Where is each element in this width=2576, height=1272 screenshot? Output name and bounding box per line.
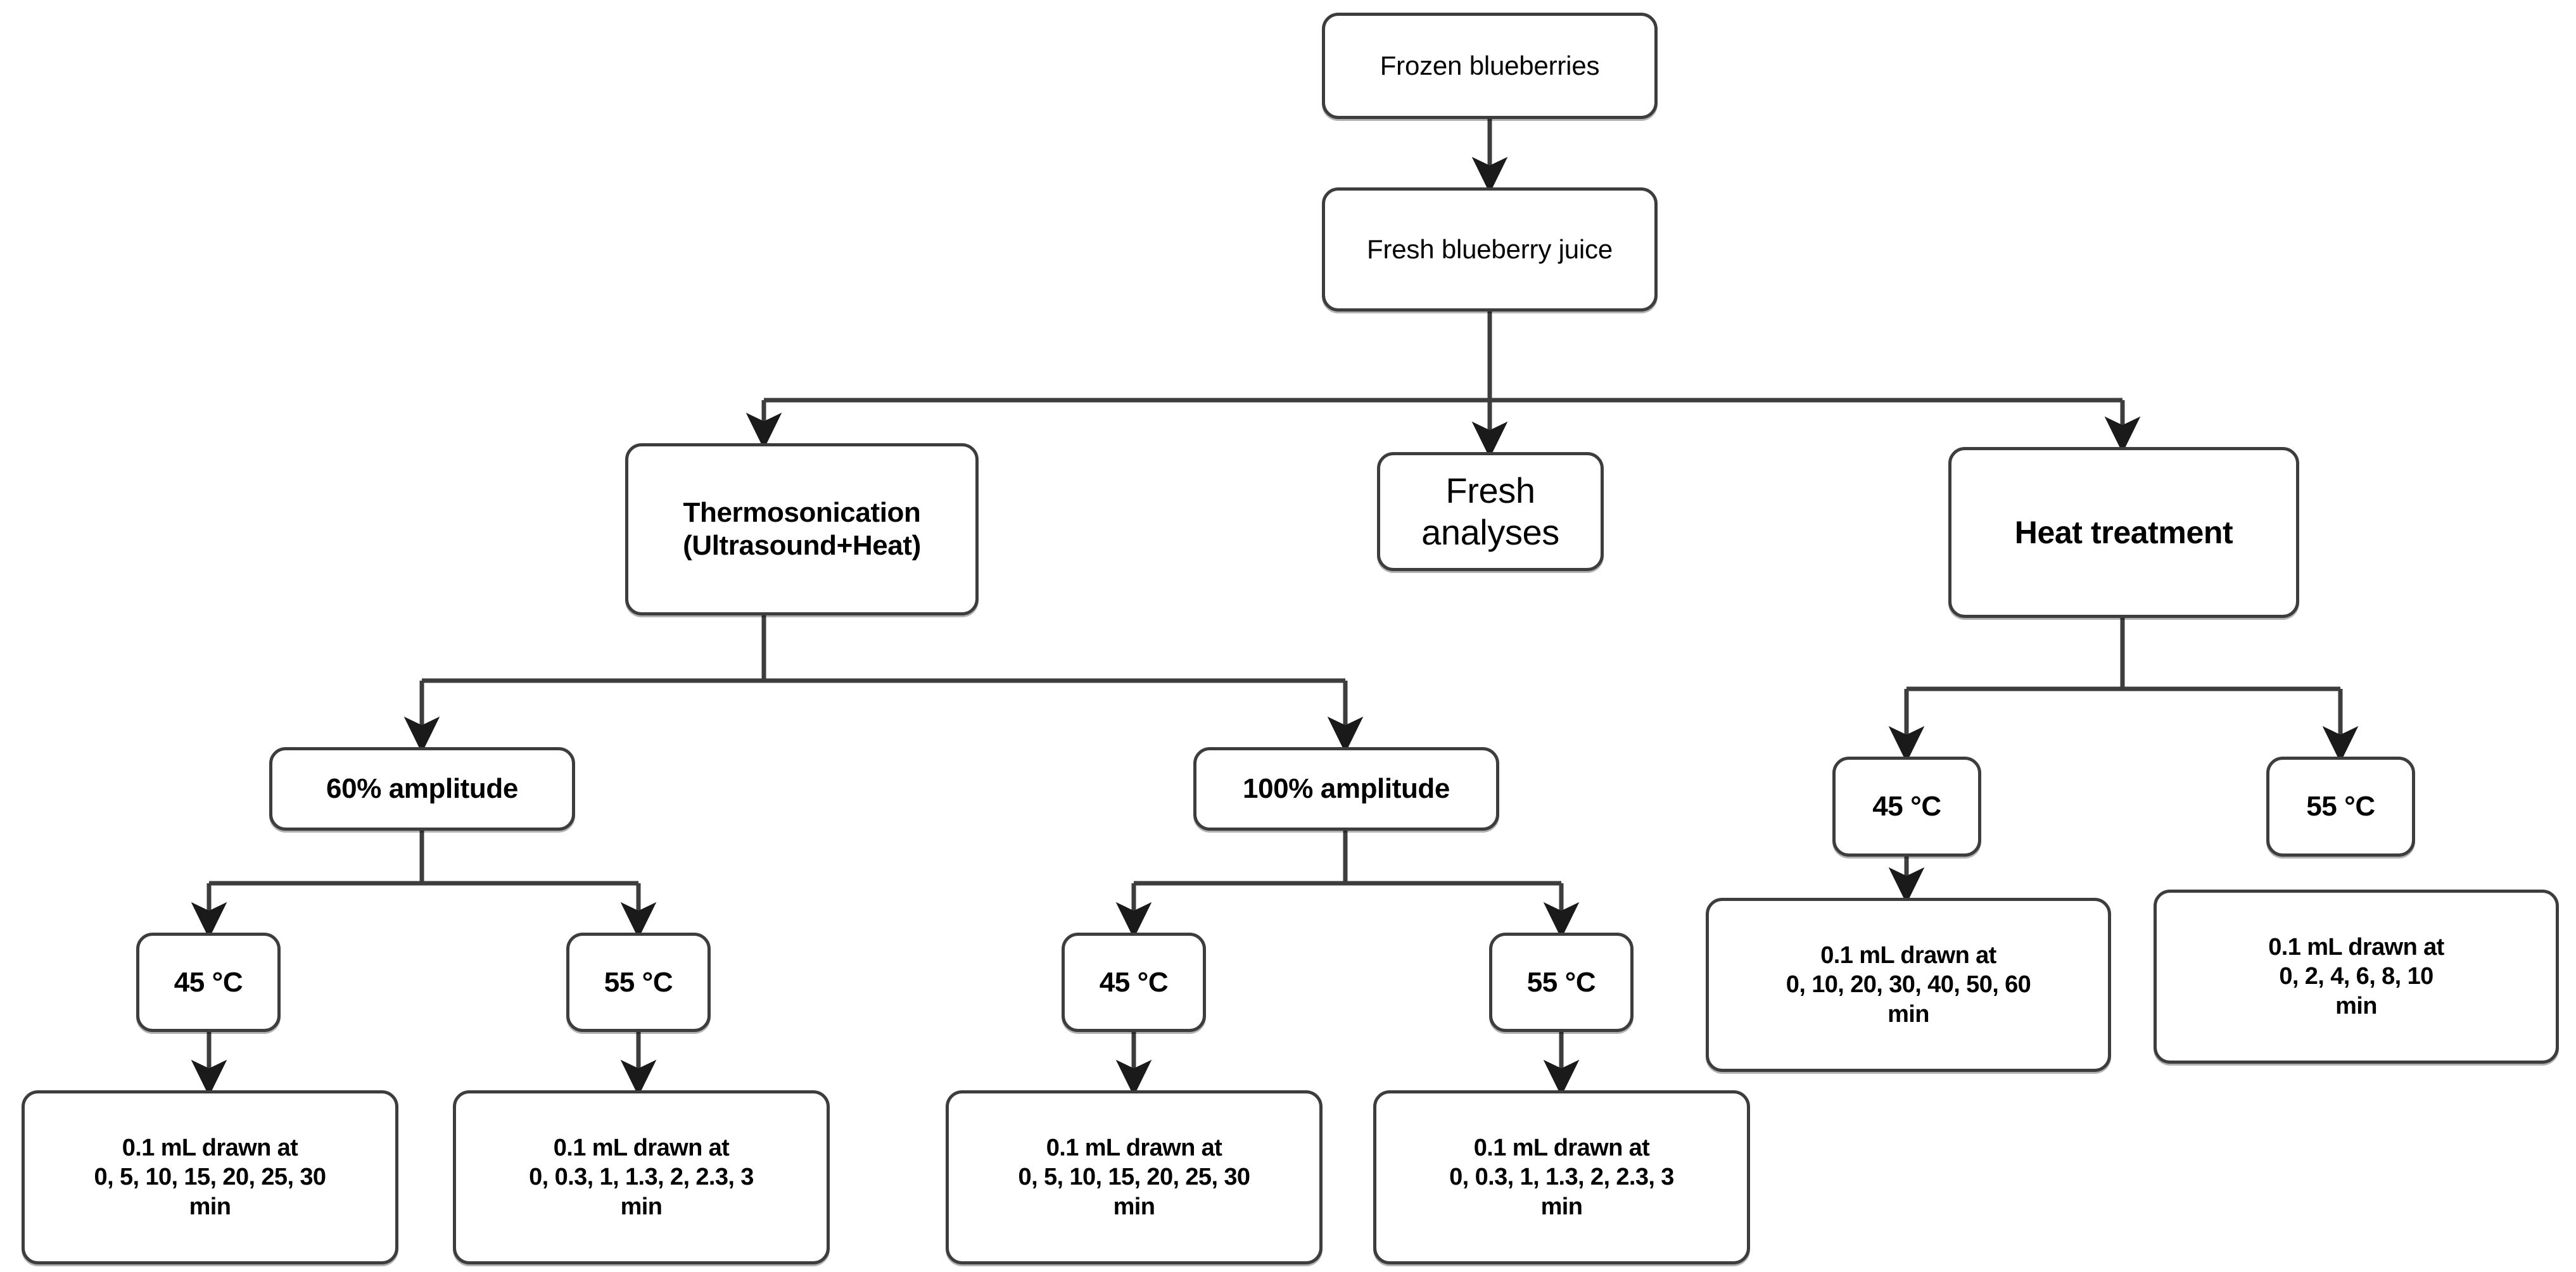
node-sample-heat-45-label: 0.1 mL drawn at 0, 10, 20, 30, 40, 50, 6… [1786, 941, 2031, 1028]
node-sample-ts60-55[interactable]: 0.1 mL drawn at 0, 0.3, 1, 1.3, 2, 2.3, … [453, 1090, 830, 1264]
node-thermosonication-label: Thermosonication (Ultrasound+Heat) [683, 497, 921, 561]
node-heat-55c[interactable]: 55 °C [2266, 757, 2415, 857]
node-sample-ts100-55-label: 0.1 mL drawn at 0, 0.3, 1, 1.3, 2, 2.3, … [1449, 1134, 1674, 1220]
node-heat-treatment-label: Heat treatment [2014, 514, 2233, 550]
node-ts60-55c-label: 55 °C [604, 966, 673, 998]
node-ts100-45c[interactable]: 45 °C [1062, 933, 1206, 1032]
node-fresh-juice[interactable]: Fresh blueberry juice [1322, 187, 1658, 312]
node-ts100-55c[interactable]: 55 °C [1489, 933, 1634, 1032]
node-sample-ts60-45[interactable]: 0.1 mL drawn at 0, 5, 10, 15, 20, 25, 30… [22, 1090, 398, 1264]
node-sample-ts60-45-label: 0.1 mL drawn at 0, 5, 10, 15, 20, 25, 30… [94, 1134, 327, 1220]
node-sample-ts60-55-label: 0.1 mL drawn at 0, 0.3, 1, 1.3, 2, 2.3, … [529, 1134, 754, 1220]
node-sample-heat-55[interactable]: 0.1 mL drawn at 0, 2, 4, 6, 8, 10 min [2154, 890, 2559, 1064]
node-sample-ts100-45[interactable]: 0.1 mL drawn at 0, 5, 10, 15, 20, 25, 30… [946, 1090, 1323, 1264]
node-frozen-blueberries-label: Frozen blueberries [1380, 51, 1600, 81]
node-heat-treatment[interactable]: Heat treatment [1948, 447, 2299, 618]
node-amplitude-100[interactable]: 100% amplitude [1193, 747, 1499, 831]
node-sample-ts100-55[interactable]: 0.1 mL drawn at 0, 0.3, 1, 1.3, 2, 2.3, … [1373, 1090, 1750, 1264]
node-sample-heat-55-label: 0.1 mL drawn at 0, 2, 4, 6, 8, 10 min [2268, 933, 2444, 1019]
node-ts60-45c-label: 45 °C [174, 966, 243, 998]
node-amplitude-100-label: 100% amplitude [1243, 773, 1450, 805]
node-heat-55c-label: 55 °C [2306, 791, 2375, 822]
node-fresh-analyses[interactable]: Fresh analyses [1377, 452, 1604, 571]
node-heat-45c[interactable]: 45 °C [1832, 757, 1981, 857]
node-sample-ts100-45-label: 0.1 mL drawn at 0, 5, 10, 15, 20, 25, 30… [1018, 1134, 1251, 1220]
node-fresh-analyses-label: Fresh analyses [1421, 470, 1559, 552]
node-thermosonication[interactable]: Thermosonication (Ultrasound+Heat) [625, 443, 979, 615]
node-ts60-45c[interactable]: 45 °C [136, 933, 281, 1032]
node-amplitude-60-label: 60% amplitude [326, 773, 518, 805]
node-amplitude-60[interactable]: 60% amplitude [269, 747, 575, 831]
node-fresh-juice-label: Fresh blueberry juice [1367, 234, 1613, 265]
node-ts100-45c-label: 45 °C [1099, 966, 1169, 998]
node-ts100-55c-label: 55 °C [1526, 966, 1596, 998]
node-frozen-blueberries[interactable]: Frozen blueberries [1322, 13, 1658, 119]
node-heat-45c-label: 45 °C [1872, 791, 1941, 822]
node-sample-heat-45[interactable]: 0.1 mL drawn at 0, 10, 20, 30, 40, 50, 6… [1706, 898, 2111, 1072]
node-ts60-55c[interactable]: 55 °C [566, 933, 711, 1032]
